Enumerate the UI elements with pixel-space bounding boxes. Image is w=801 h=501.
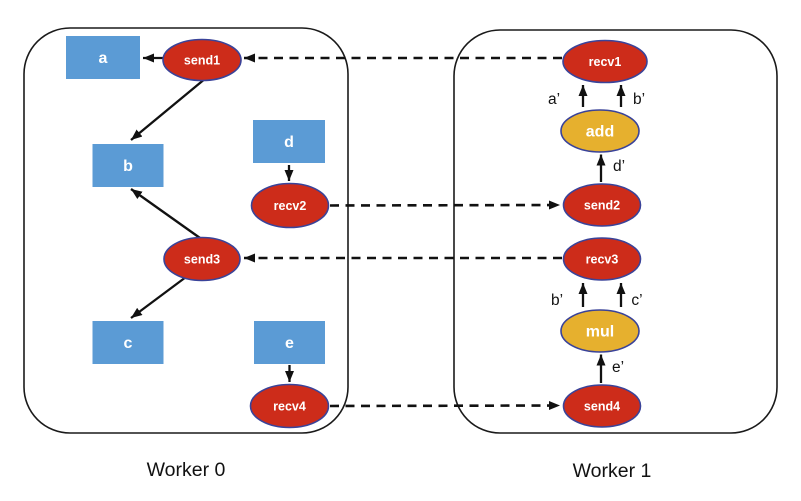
node-send1	[162, 38, 242, 82]
container-worker1	[453, 29, 778, 434]
edge-label-b-prime-top: b’	[633, 91, 645, 108]
container-label-worker0: Worker 0	[147, 459, 226, 481]
node-label-recv3: recv3	[586, 252, 619, 266]
node-label-send3: send3	[184, 252, 220, 266]
node-label-b: b	[123, 158, 133, 175]
container-worker0	[23, 27, 349, 434]
node-label-send1: send1	[184, 53, 220, 67]
node-recv3	[562, 237, 642, 281]
node-label-c: c	[124, 335, 133, 352]
node-send4	[562, 384, 642, 428]
node-label-d: d	[284, 134, 294, 151]
edge-label-a-prime: a’	[548, 91, 560, 108]
dashed-arrow-recv4-to-send4	[329, 401, 561, 411]
arrow-send3-to-c	[130, 276, 187, 319]
node-label-add: add	[586, 124, 614, 141]
node-mul	[560, 309, 640, 353]
node-label-recv1: recv1	[589, 55, 622, 69]
node-label-send2: send2	[584, 198, 620, 212]
edge-label-d-prime: d’	[613, 158, 625, 175]
node-label-e: e	[285, 335, 294, 352]
node-label-send4: send4	[584, 399, 620, 413]
node-label-recv4: recv4	[273, 399, 306, 413]
node-add	[560, 109, 640, 153]
edge-label-e-prime: e’	[612, 359, 624, 376]
node-send2	[562, 183, 642, 227]
node-recv2	[250, 182, 330, 229]
arrow-send1-to-b	[130, 77, 207, 141]
node-send3	[163, 236, 241, 282]
node-c	[92, 321, 164, 364]
node-b	[92, 144, 164, 187]
container-label-worker1: Worker 1	[573, 460, 652, 482]
node-e	[254, 321, 325, 364]
arrow-send3-to-b	[130, 188, 201, 239]
node-recv1	[562, 39, 648, 84]
node-label-a: a	[99, 50, 108, 67]
node-label-recv2: recv2	[274, 199, 307, 213]
edge-label-b-prime-bottom: b’	[551, 292, 563, 309]
node-recv4	[249, 383, 330, 429]
node-a	[66, 36, 140, 79]
edge-label-c-prime: c’	[631, 292, 642, 309]
node-label-mul: mul	[586, 324, 614, 341]
dashed-arrow-recv2-to-send2	[329, 200, 561, 210]
node-d	[253, 120, 325, 163]
